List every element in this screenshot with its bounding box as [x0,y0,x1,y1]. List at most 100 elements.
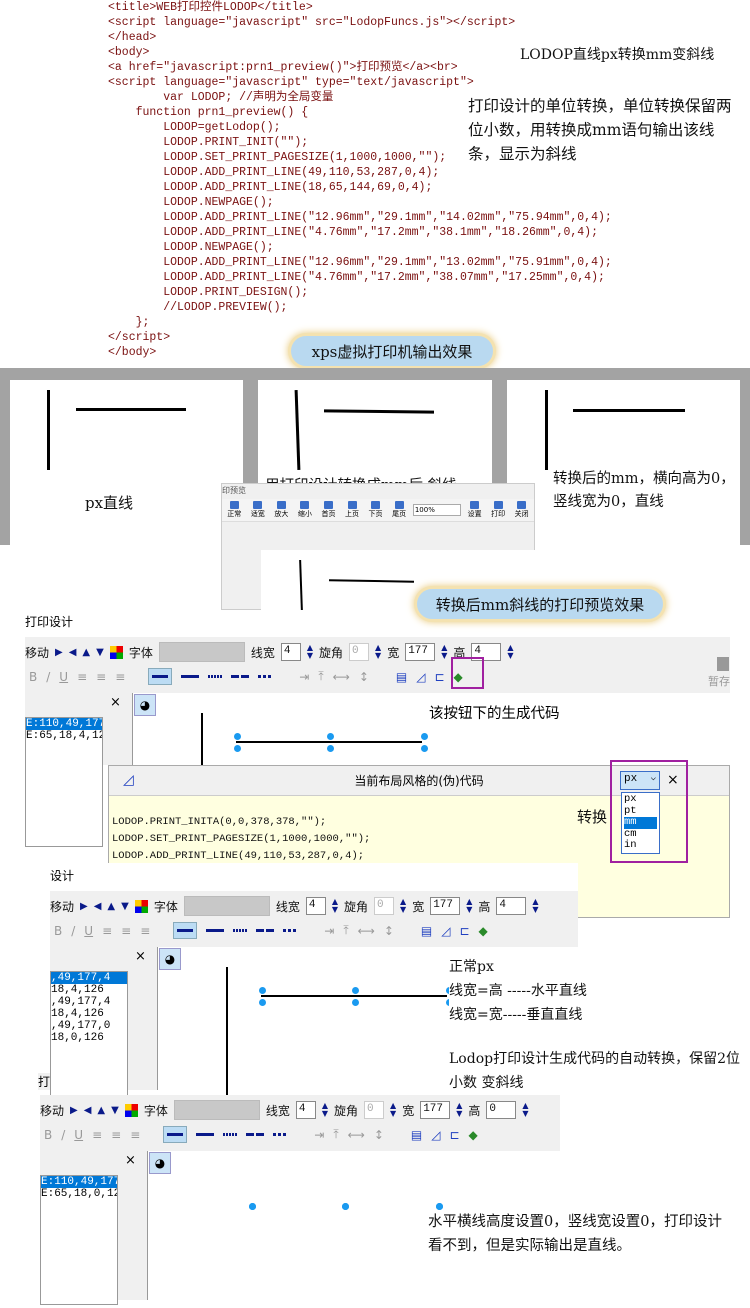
eraser-icon[interactable]: ◕ [159,948,181,970]
line-width-input[interactable]: 4 [305,897,326,915]
unit-select[interactable]: px⌵ [620,771,660,790]
line-style-solid[interactable] [173,922,198,939]
rotate-input[interactable]: 0 [349,643,370,661]
line-width-input[interactable]: 4 [280,643,301,661]
italic-icon[interactable]: / [61,1127,66,1142]
item-list-close-icon[interactable]: × [110,695,121,710]
preview-button-7[interactable]: 尾页 [389,501,410,519]
same-width-icon[interactable]: ⇥ [324,923,335,938]
line-style-dot[interactable] [233,929,248,932]
align-right-icon[interactable]: ≡ [115,669,126,684]
list-item[interactable]: 18,4,126 [51,1008,104,1020]
line-width-spinner[interactable]: ▲▼ [306,643,314,660]
h-space-icon[interactable]: ⟷ [332,669,350,684]
same-height-icon[interactable]: ⤒ [343,923,349,937]
preview-button-6[interactable]: 下页 [365,501,386,519]
italic-icon[interactable]: / [71,923,76,938]
preview-button-9[interactable]: 打印 [488,501,509,519]
align-right-icon[interactable]: ≡ [140,923,151,938]
bold-icon[interactable]: B [54,923,63,938]
same-height-icon[interactable]: ⤒ [318,669,324,683]
eraser-icon[interactable]: ◕ [134,694,156,716]
move-left-icon[interactable]: ◀ [83,1104,92,1116]
list-item[interactable]: E:110,49,177,4 [26,718,102,730]
list-item[interactable]: E:65,18,0,126 [41,1188,117,1200]
color-grid-icon[interactable] [134,899,148,913]
width-input[interactable]: 177 [420,1101,451,1119]
layout-icon[interactable]: ⊏ [459,923,470,938]
move-up-icon[interactable]: ▲ [97,1104,106,1116]
move-left-icon[interactable]: ◀ [68,646,77,658]
move-down-icon[interactable]: ▼ [96,646,104,658]
same-width-icon[interactable]: ⇥ [314,1127,325,1142]
line-style-solid[interactable] [163,1126,188,1143]
unit-option-pt[interactable]: pt [624,804,637,817]
line-style-dash[interactable] [246,1133,265,1136]
align-left-icon[interactable]: ≡ [77,669,88,684]
move-down-icon[interactable]: ▼ [111,1104,119,1116]
line-style-dashdotdot[interactable] [283,929,298,932]
preview-button-3[interactable]: 缩小 [295,501,316,519]
bold-icon[interactable]: B [44,1127,53,1142]
move-left-icon[interactable]: ◀ [93,900,102,912]
h-space-icon[interactable]: ⟷ [347,1127,365,1142]
preview-button-4[interactable]: 首页 [318,501,339,519]
font-select[interactable] [173,1100,260,1120]
preview-button-10[interactable]: 关闭 [511,501,532,519]
preview-button-1[interactable]: 适宽 [248,501,269,519]
line-style-dashdot[interactable] [181,675,200,678]
list-item[interactable]: E:110,49,177,0 [41,1176,117,1188]
line-style-dash[interactable] [231,675,250,678]
item-list-close-icon[interactable]: × [135,949,146,964]
underline-icon[interactable]: U [84,923,94,938]
line-style-dash[interactable] [256,929,275,932]
height-input[interactable]: 0 [486,1101,517,1119]
code-ruler-icon[interactable]: ◿ [441,923,451,938]
line-style-solid[interactable] [148,668,173,685]
width-spinner[interactable]: ▲▼ [441,643,448,660]
page-setup-icon[interactable]: ▤ [420,923,433,938]
underline-icon[interactable]: U [74,1127,84,1142]
line-style-dashdotdot[interactable] [273,1133,288,1136]
align-left-icon[interactable]: ≡ [92,1127,103,1142]
design-canvas[interactable]: ◕ [132,693,730,853]
move-right-icon[interactable]: ▶ [55,646,63,658]
color-grid-icon[interactable] [124,1103,138,1117]
align-left-icon[interactable]: ≡ [102,923,113,938]
v-space-icon[interactable]: ↕ [383,923,394,938]
list-item[interactable]: E:65,18,4,126 [26,730,102,742]
v-space-icon[interactable]: ↕ [373,1127,384,1142]
move-up-icon[interactable]: ▲ [107,900,116,912]
design-canvas[interactable]: ◕ [147,1151,560,1300]
move-up-icon[interactable]: ▲ [82,646,91,658]
same-height-icon[interactable]: ⤒ [333,1127,339,1141]
layout-icon[interactable]: ⊏ [434,669,445,684]
line-width-input[interactable]: 4 [295,1101,316,1119]
width-spinner[interactable]: ▲▼ [466,897,473,914]
height-spinner[interactable]: ▲▼ [507,643,514,660]
list-item[interactable]: 18,0,126 [51,1032,104,1044]
item-list[interactable]: E:110,49,177,0E:65,18,0,126 [40,1175,118,1305]
move-down-icon[interactable]: ▼ [121,900,129,912]
zoom-select[interactable]: 100% [412,501,461,519]
code-ruler-icon[interactable]: ◿ [416,669,426,684]
item-list[interactable]: E:110,49,177,4E:65,18,4,126 [25,717,103,847]
font-select[interactable] [183,896,270,916]
line-style-dot[interactable] [208,675,223,678]
rotate-spinner[interactable]: ▲▼ [400,897,407,914]
rotate-spinner[interactable]: ▲▼ [375,643,382,660]
list-item[interactable]: ,49,177,4 [51,972,127,984]
rotate-spinner[interactable]: ▲▼ [390,1101,397,1118]
line-style-dashdot[interactable] [196,1133,215,1136]
layout-icon[interactable]: ⊏ [449,1127,460,1142]
move-right-icon[interactable]: ▶ [80,900,88,912]
move-right-icon[interactable]: ▶ [70,1104,78,1116]
height-input[interactable]: 4 [471,643,502,661]
underline-icon[interactable]: U [59,669,69,684]
rotate-input[interactable]: 0 [374,897,395,915]
save-button[interactable]: 暂存 [708,675,730,688]
code-ruler-icon[interactable]: ◿ [431,1127,441,1142]
list-item[interactable]: 18,4,126 [51,984,104,996]
unit-option-in[interactable]: in [624,839,637,851]
bold-icon[interactable]: B [29,669,38,684]
